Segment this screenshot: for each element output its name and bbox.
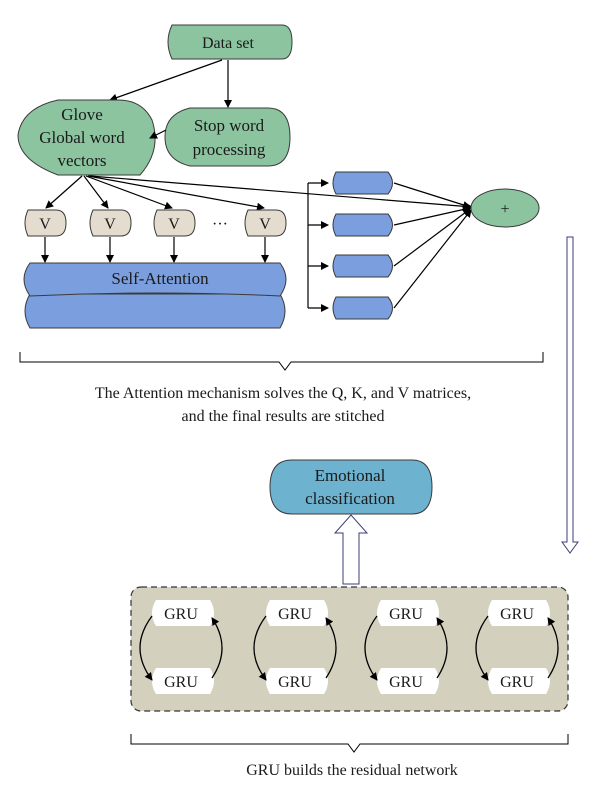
flow-down-arrow (561, 236, 579, 554)
gru-panel (130, 586, 569, 712)
self-attention-upper (23, 262, 287, 297)
arrow-head1-plus (393, 182, 471, 209)
gru-caption: GRU builds the residual network (246, 762, 458, 779)
arrow-head2-plus (393, 205, 471, 226)
gru-node-top-1 (152, 600, 214, 626)
arrow-glove-v3 (85, 175, 173, 210)
gru-arrow-up-1 (211, 617, 223, 679)
arrow-head3-plus (393, 208, 471, 267)
gru-node-top-2 (266, 600, 328, 626)
v-label-3: V (168, 216, 180, 233)
glove-label-1: Glove (61, 105, 103, 124)
v-label-2: V (104, 216, 116, 233)
emotional-classification-node (269, 459, 433, 515)
dataset-node (167, 24, 293, 60)
concat-plus-label: + (500, 201, 509, 218)
gru-label-top-4: GRU (500, 606, 534, 623)
gru-label-bottom-2: GRU (278, 674, 312, 691)
v-node-3: V (153, 209, 196, 237)
emotional-label-2: classification (305, 489, 395, 508)
dataset-label: Data set (202, 35, 255, 52)
gru-pair-1: GRU GRU (139, 600, 223, 694)
gru-brace (130, 734, 569, 753)
self-attention-label: Self-Attention (111, 269, 209, 288)
gru-node-bottom-3 (377, 668, 439, 694)
arrow-head4-plus (393, 209, 472, 309)
head-node-1 (332, 171, 393, 195)
gru-node-top-4 (488, 600, 550, 626)
arrow-glove-v2 (83, 175, 109, 209)
arrow-glove-v1 (45, 175, 83, 209)
concat-plus-node (470, 188, 540, 228)
gru-arrow-down-1 (139, 615, 153, 681)
gru-pair-3: GRU GRU (364, 600, 448, 694)
attention-caption-1: The Attention mechanism solves the Q, K,… (95, 385, 471, 402)
gru-pair-4: GRU GRU (475, 600, 559, 694)
v-label-4: V (259, 216, 271, 233)
gru-label-top-3: GRU (389, 606, 423, 623)
gru-arrow-up-2 (325, 617, 337, 679)
gru-arrow-up-3 (436, 617, 448, 679)
head-node-4 (332, 296, 393, 320)
gru-label-top-2: GRU (278, 606, 312, 623)
gru-arrow-up-4 (547, 617, 559, 679)
stopword-label-2: processing (193, 140, 266, 159)
v-node-1: V (24, 209, 67, 237)
emotional-label-1: Emotional (315, 466, 386, 485)
v-node-4: V (244, 209, 287, 237)
gru-node-bottom-4 (488, 668, 550, 694)
v-node-2: V (89, 209, 132, 237)
gru-pair-2: GRU GRU (253, 600, 337, 694)
gru-label-top-1: GRU (164, 606, 198, 623)
gru-node-bottom-1 (152, 668, 214, 694)
arrow-stopword-glove (149, 129, 167, 139)
self-attention-lower (24, 293, 286, 329)
gru-arrow-down-4 (475, 615, 489, 681)
attention-caption-2: and the final results are stitched (181, 408, 384, 425)
gru-label-bottom-1: GRU (164, 674, 198, 691)
gru-label-bottom-4: GRU (500, 674, 534, 691)
glove-node (17, 99, 156, 176)
arrow-glove-v4 (87, 175, 265, 211)
gru-node-top-3 (377, 600, 439, 626)
arrow-glove-blue1 (89, 175, 473, 211)
v-label-1: V (39, 216, 51, 233)
v-ellipsis: ··· (212, 216, 228, 233)
attention-brace (19, 352, 544, 371)
gru-label-bottom-3: GRU (389, 674, 423, 691)
gru-arrow-down-3 (364, 615, 378, 681)
gru-arrow-down-2 (253, 615, 267, 681)
arrow-dataset-glove (109, 59, 223, 102)
flow-up-arrow (333, 514, 369, 585)
stopword-node (164, 107, 291, 167)
head-node-3 (332, 254, 393, 278)
glove-label-3: vectors (57, 151, 106, 170)
head-node-2 (332, 213, 393, 237)
stopword-label-1: Stop word (194, 116, 265, 135)
glove-label-2: Global word (39, 128, 125, 147)
gru-node-bottom-2 (266, 668, 328, 694)
